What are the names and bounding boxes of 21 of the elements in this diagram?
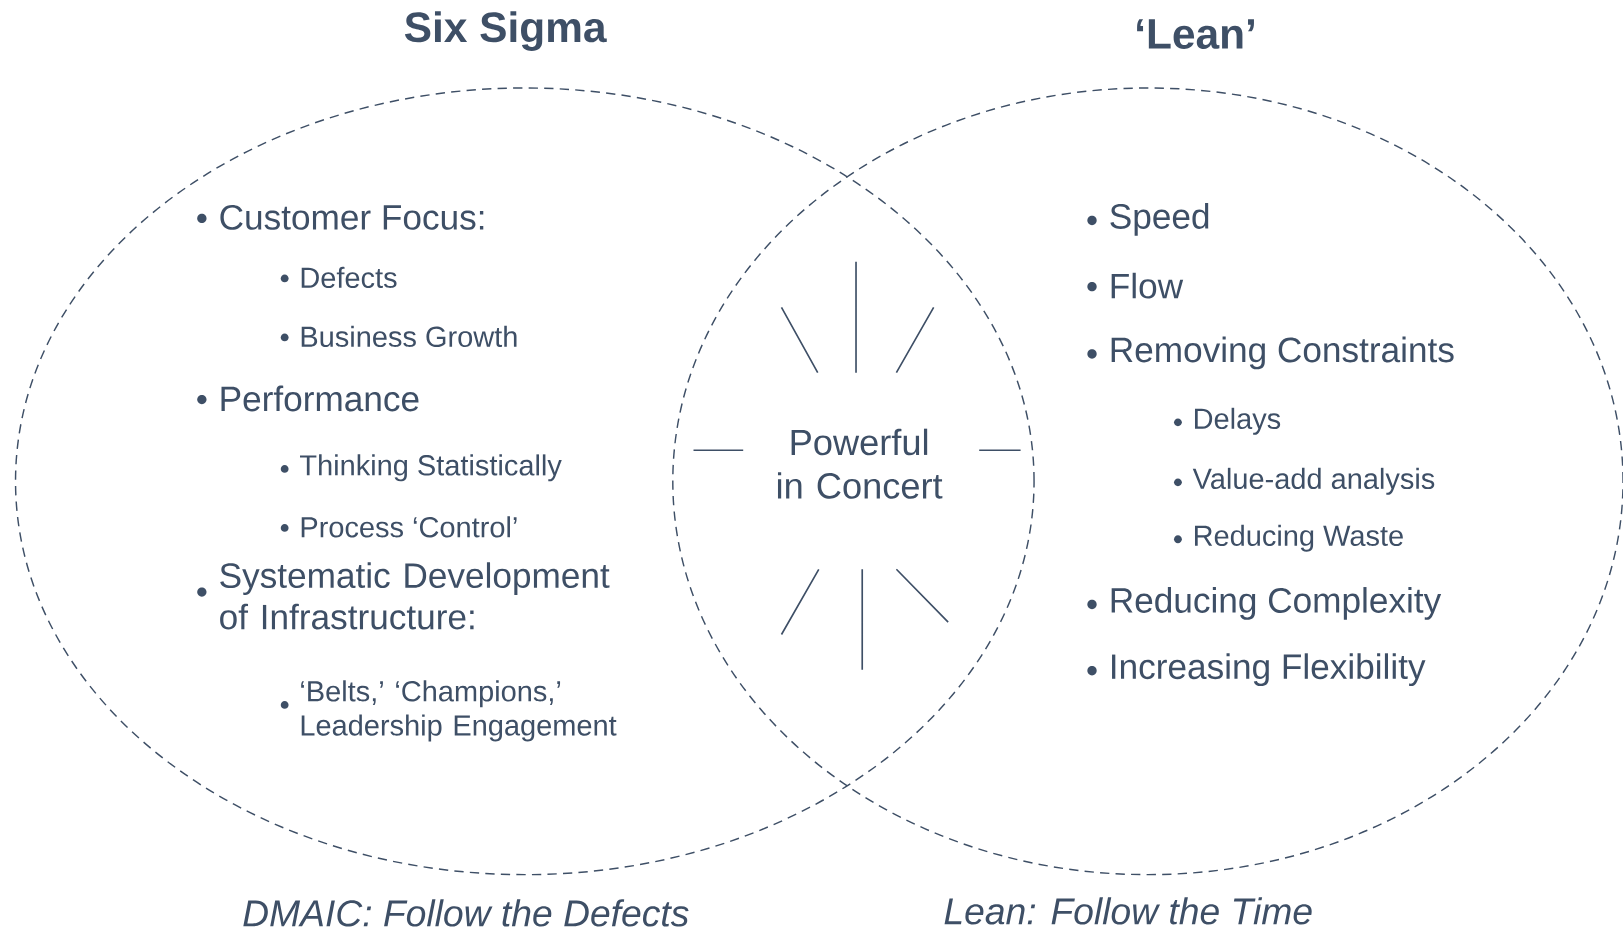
bullet-item: Increasing Flexibility bbox=[1087, 653, 1426, 687]
bullet-item: Removing Constraints bbox=[1087, 336, 1454, 370]
heading: Six Sigma bbox=[404, 11, 607, 52]
node-label: Lean: Follow the Time bbox=[944, 897, 1312, 925]
heading: ‘Lean’ bbox=[1137, 19, 1254, 50]
bullet-item: Process ‘Control’ bbox=[280, 516, 517, 538]
bullet-item: Value-add analysis bbox=[1174, 468, 1435, 495]
bullet-item: Speed bbox=[1087, 203, 1209, 237]
bullet-item: Customer Focus: bbox=[197, 205, 484, 230]
bullet-item: Systematic Development of Infrastructure: bbox=[197, 562, 610, 630]
bullet-item: Delays bbox=[1174, 407, 1281, 435]
bullet-item: Flow bbox=[1087, 272, 1184, 299]
bullet-item: Thinking Statistically bbox=[280, 454, 562, 482]
bullet-item: ‘Belts,’ ‘Champions,’ Leadership Engagement bbox=[280, 680, 617, 742]
bullet-item: Reducing Complexity bbox=[1087, 587, 1442, 621]
bullet-item: Defects bbox=[280, 266, 397, 289]
node-label: DMAIC: Follow the Defects bbox=[243, 899, 689, 927]
center-label: Powerful in Concert bbox=[778, 428, 943, 499]
bullet-item: Business Growth bbox=[280, 325, 517, 348]
bullet-item: Reducing Waste bbox=[1174, 524, 1403, 552]
bullet-item: Performance bbox=[197, 385, 419, 412]
